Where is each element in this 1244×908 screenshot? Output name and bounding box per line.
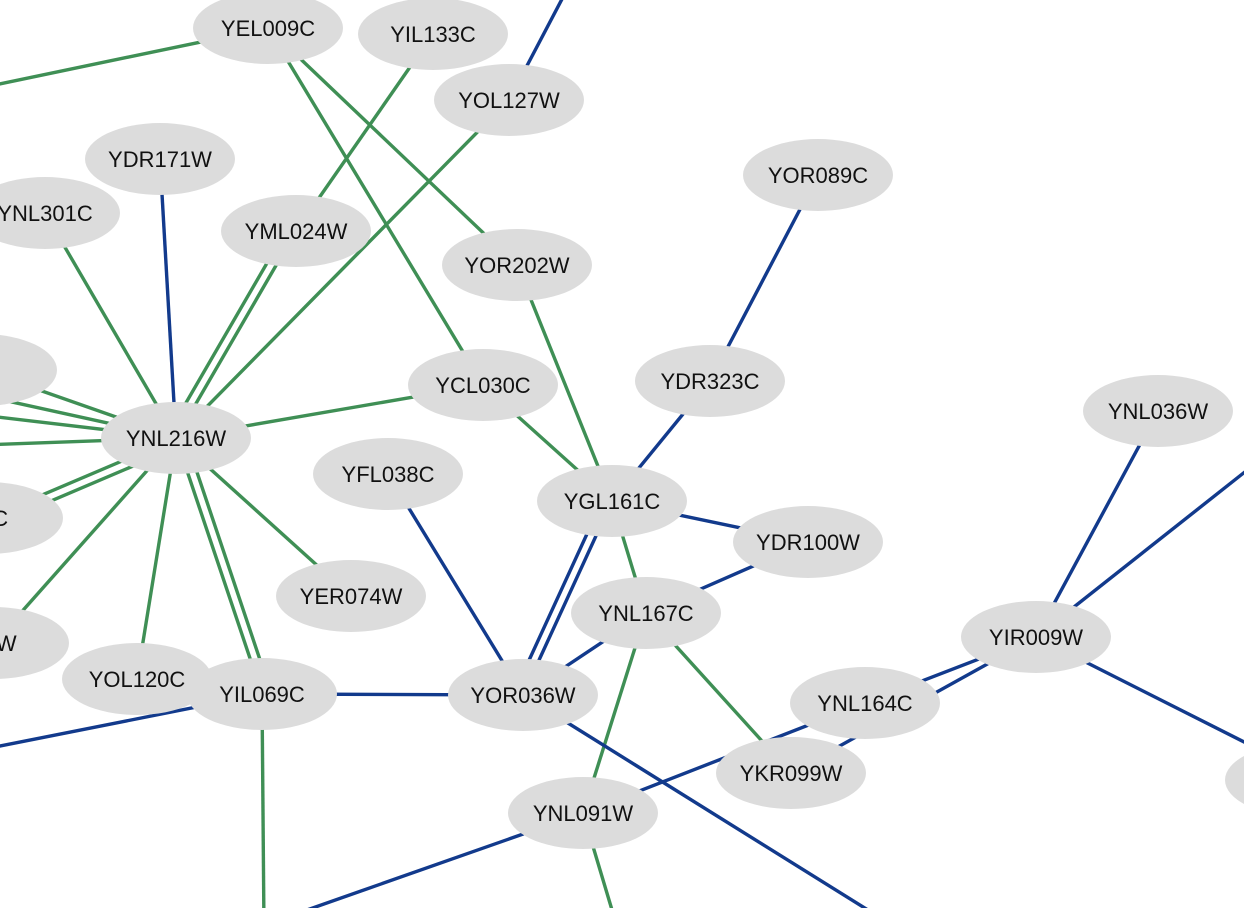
node-ykr099w[interactable]: YKR099W — [716, 737, 866, 809]
node-ynl301c[interactable]: YNL301C — [0, 177, 120, 249]
node-yor089c[interactable]: YOR089C — [743, 139, 893, 211]
node-shape — [187, 658, 337, 730]
node-shape — [101, 402, 251, 474]
node-ynl164c[interactable]: YNL164C — [790, 667, 940, 739]
node-label: YEL009C — [221, 16, 315, 41]
node-shape — [448, 659, 598, 731]
node-54w-partial[interactable]: 54W — [0, 607, 69, 679]
node-shape — [0, 482, 63, 554]
node-label: YDR171W — [108, 147, 212, 172]
node-label: YDR323C — [660, 369, 759, 394]
node-shape — [635, 345, 785, 417]
node-label: YER074W — [300, 584, 403, 609]
node-yer074w[interactable]: YER074W — [276, 560, 426, 632]
node-label: YNL164C — [817, 691, 913, 716]
node-ydr323c[interactable]: YDR323C — [635, 345, 785, 417]
node-ynl036w[interactable]: YNL036W — [1083, 375, 1233, 447]
node-shape — [571, 577, 721, 649]
node-label: 54W — [0, 631, 17, 656]
edge-ynl301c-ynl216w — [43, 212, 178, 439]
edge-ynl036w-yir009w — [1034, 410, 1160, 638]
node-ynl216w[interactable]: YNL216W — [101, 402, 251, 474]
node-shape — [0, 335, 57, 405]
edge-yil069c-ynl216w — [174, 437, 264, 695]
node-label: YNL301C — [0, 201, 93, 226]
node-label: YIL133C — [390, 22, 476, 47]
node-shape — [276, 560, 426, 632]
node-yir009w[interactable]: YIR009W — [961, 601, 1111, 673]
node-ydr171w[interactable]: YDR171W — [85, 123, 235, 195]
edge-54w_partial-ynl216w — [0, 436, 178, 639]
node-shape — [508, 777, 658, 849]
node-yol120c[interactable]: YOL120C — [62, 643, 212, 715]
node-shape — [961, 601, 1111, 673]
node-ynl167c[interactable]: YNL167C — [571, 577, 721, 649]
node-ygl161c[interactable]: YGL161C — [537, 465, 687, 537]
node-label: YIL069C — [219, 682, 305, 707]
node-label: YFL038C — [342, 462, 435, 487]
node-yml024w[interactable]: YML024W — [221, 195, 371, 267]
node-shape — [733, 506, 883, 578]
node-ynl091w[interactable]: YNL091W — [508, 777, 658, 849]
edge-yol127w-ynl216w — [174, 98, 511, 440]
node-shape — [716, 737, 866, 809]
node-label: YOL127W — [458, 88, 560, 113]
node-label: YKR099W — [740, 761, 843, 786]
node-shape — [1225, 756, 1244, 804]
node-shape — [0, 607, 69, 679]
edge-yel009c-yor202w — [266, 26, 519, 267]
node-86c-partial[interactable]: 86C — [0, 482, 63, 554]
node-yol127w[interactable]: YOL127W — [434, 64, 584, 136]
node-ydr100w[interactable]: YDR100W — [733, 506, 883, 578]
edge-yfl038c-yor036w — [386, 473, 525, 696]
node-label: YNL091W — [533, 801, 634, 826]
edge-yil069c-ynl216w — [182, 434, 273, 692]
edge-yil069c-off_bottom_a — [260, 693, 266, 908]
node-shape — [434, 64, 584, 136]
node-shape — [537, 465, 687, 537]
node-label: YNL036W — [1108, 399, 1209, 424]
node-yor202w[interactable]: YOR202W — [442, 229, 592, 301]
node-label: YOR202W — [464, 253, 569, 278]
node-yel009c[interactable]: YEL009C — [193, 0, 343, 64]
edge-yel009c-ycl030c — [266, 27, 485, 386]
node-shape — [221, 195, 371, 267]
node-label: YDR100W — [756, 530, 860, 555]
node-shape — [193, 0, 343, 64]
node-shape — [743, 139, 893, 211]
node-label: 86C — [0, 506, 8, 531]
node-yfl038c[interactable]: YFL038C — [313, 438, 463, 510]
node-layer: YEL009C YIL133C YOL127W YDR171W YNL301C YML02… — [0, 0, 1244, 849]
node-label: YNL167C — [598, 601, 694, 626]
node-label: YGL161C — [564, 489, 661, 514]
edge-ydr171w-ynl216w — [158, 158, 178, 439]
node-shape — [790, 667, 940, 739]
node-shape — [313, 438, 463, 510]
node-yil069c[interactable]: YIL069C — [187, 658, 337, 730]
node-label: YNL216W — [126, 426, 227, 451]
node-w-partial[interactable]: W — [0, 334, 57, 406]
node-ycl030c[interactable]: YCL030C — [408, 349, 558, 421]
node-label: YCL030C — [435, 373, 531, 398]
node-shape — [408, 349, 558, 421]
node-shape — [1083, 375, 1233, 447]
node-label: YIR009W — [989, 625, 1083, 650]
node-yor036w[interactable]: YOR036W — [448, 659, 598, 731]
node-shape — [442, 229, 592, 301]
node-yil133c[interactable]: YIL133C — [358, 0, 508, 70]
node-shape — [358, 0, 508, 70]
edge-yor036w-off_bottom_right — [522, 693, 868, 908]
node-shape — [62, 643, 212, 715]
node-edge-right[interactable] — [1225, 744, 1244, 816]
node-label: YOR089C — [768, 163, 868, 188]
node-label: YML024W — [245, 219, 348, 244]
node-label: YOL120C — [89, 667, 186, 692]
edge-yol120c-ynl216w — [135, 437, 178, 680]
edge-yor202w-ygl161c — [515, 264, 614, 502]
node-label: YOR036W — [470, 683, 575, 708]
node-shape — [0, 177, 120, 249]
node-shape — [85, 123, 235, 195]
